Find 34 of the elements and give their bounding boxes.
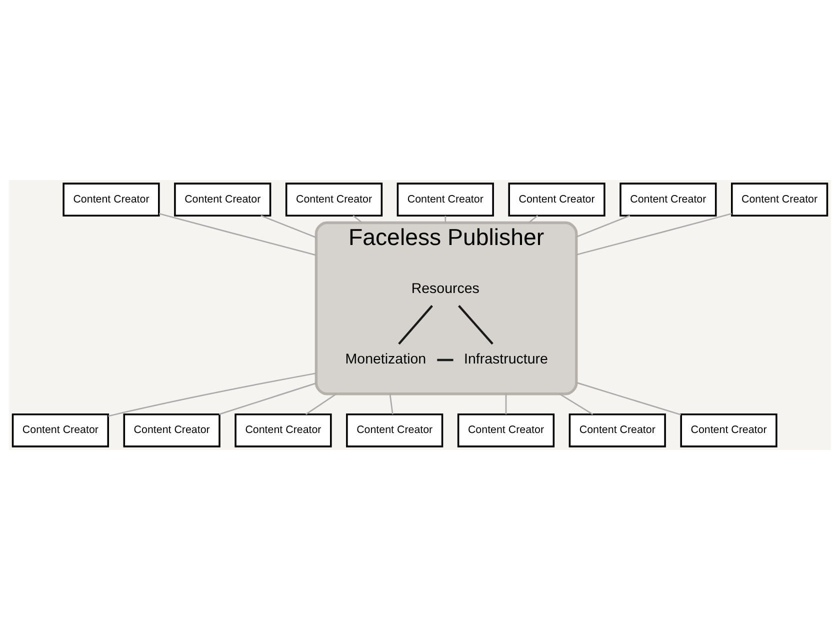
node-box: Content Creator <box>62 182 160 217</box>
node-box: Content Creator <box>457 413 555 448</box>
node-box: Content Creator <box>568 413 666 448</box>
node-box: Content Creator <box>234 413 332 448</box>
connector <box>437 358 454 362</box>
connector <box>108 372 316 417</box>
connector <box>389 394 394 414</box>
node-box: Content Creator <box>396 182 494 217</box>
connector <box>458 304 494 345</box>
node-box: Content Creator <box>508 182 606 217</box>
node-text: Infrastructure <box>464 351 548 368</box>
connector <box>559 393 594 415</box>
node-box: Content Creator <box>731 182 828 217</box>
connector <box>158 213 316 256</box>
connector <box>576 213 732 256</box>
node-box: Content Creator <box>285 182 383 217</box>
node-box: Content Creator <box>620 182 717 217</box>
node-box: Content Creator <box>12 413 109 448</box>
connector <box>528 215 538 224</box>
node-box: Content Creator <box>123 413 220 448</box>
node-box: Content Creator <box>174 182 272 217</box>
connector <box>576 382 682 416</box>
connector <box>218 382 316 415</box>
connector <box>352 215 363 224</box>
connector <box>444 216 446 223</box>
node-box: Content Creator <box>680 413 778 448</box>
connector <box>398 305 433 345</box>
connector <box>576 215 630 238</box>
node-box: Content Creator <box>346 413 444 448</box>
node-text: Resources <box>411 280 480 297</box>
connector <box>505 394 507 414</box>
connector <box>260 215 316 238</box>
connector <box>306 393 337 415</box>
node-text: Monetization <box>345 351 426 368</box>
